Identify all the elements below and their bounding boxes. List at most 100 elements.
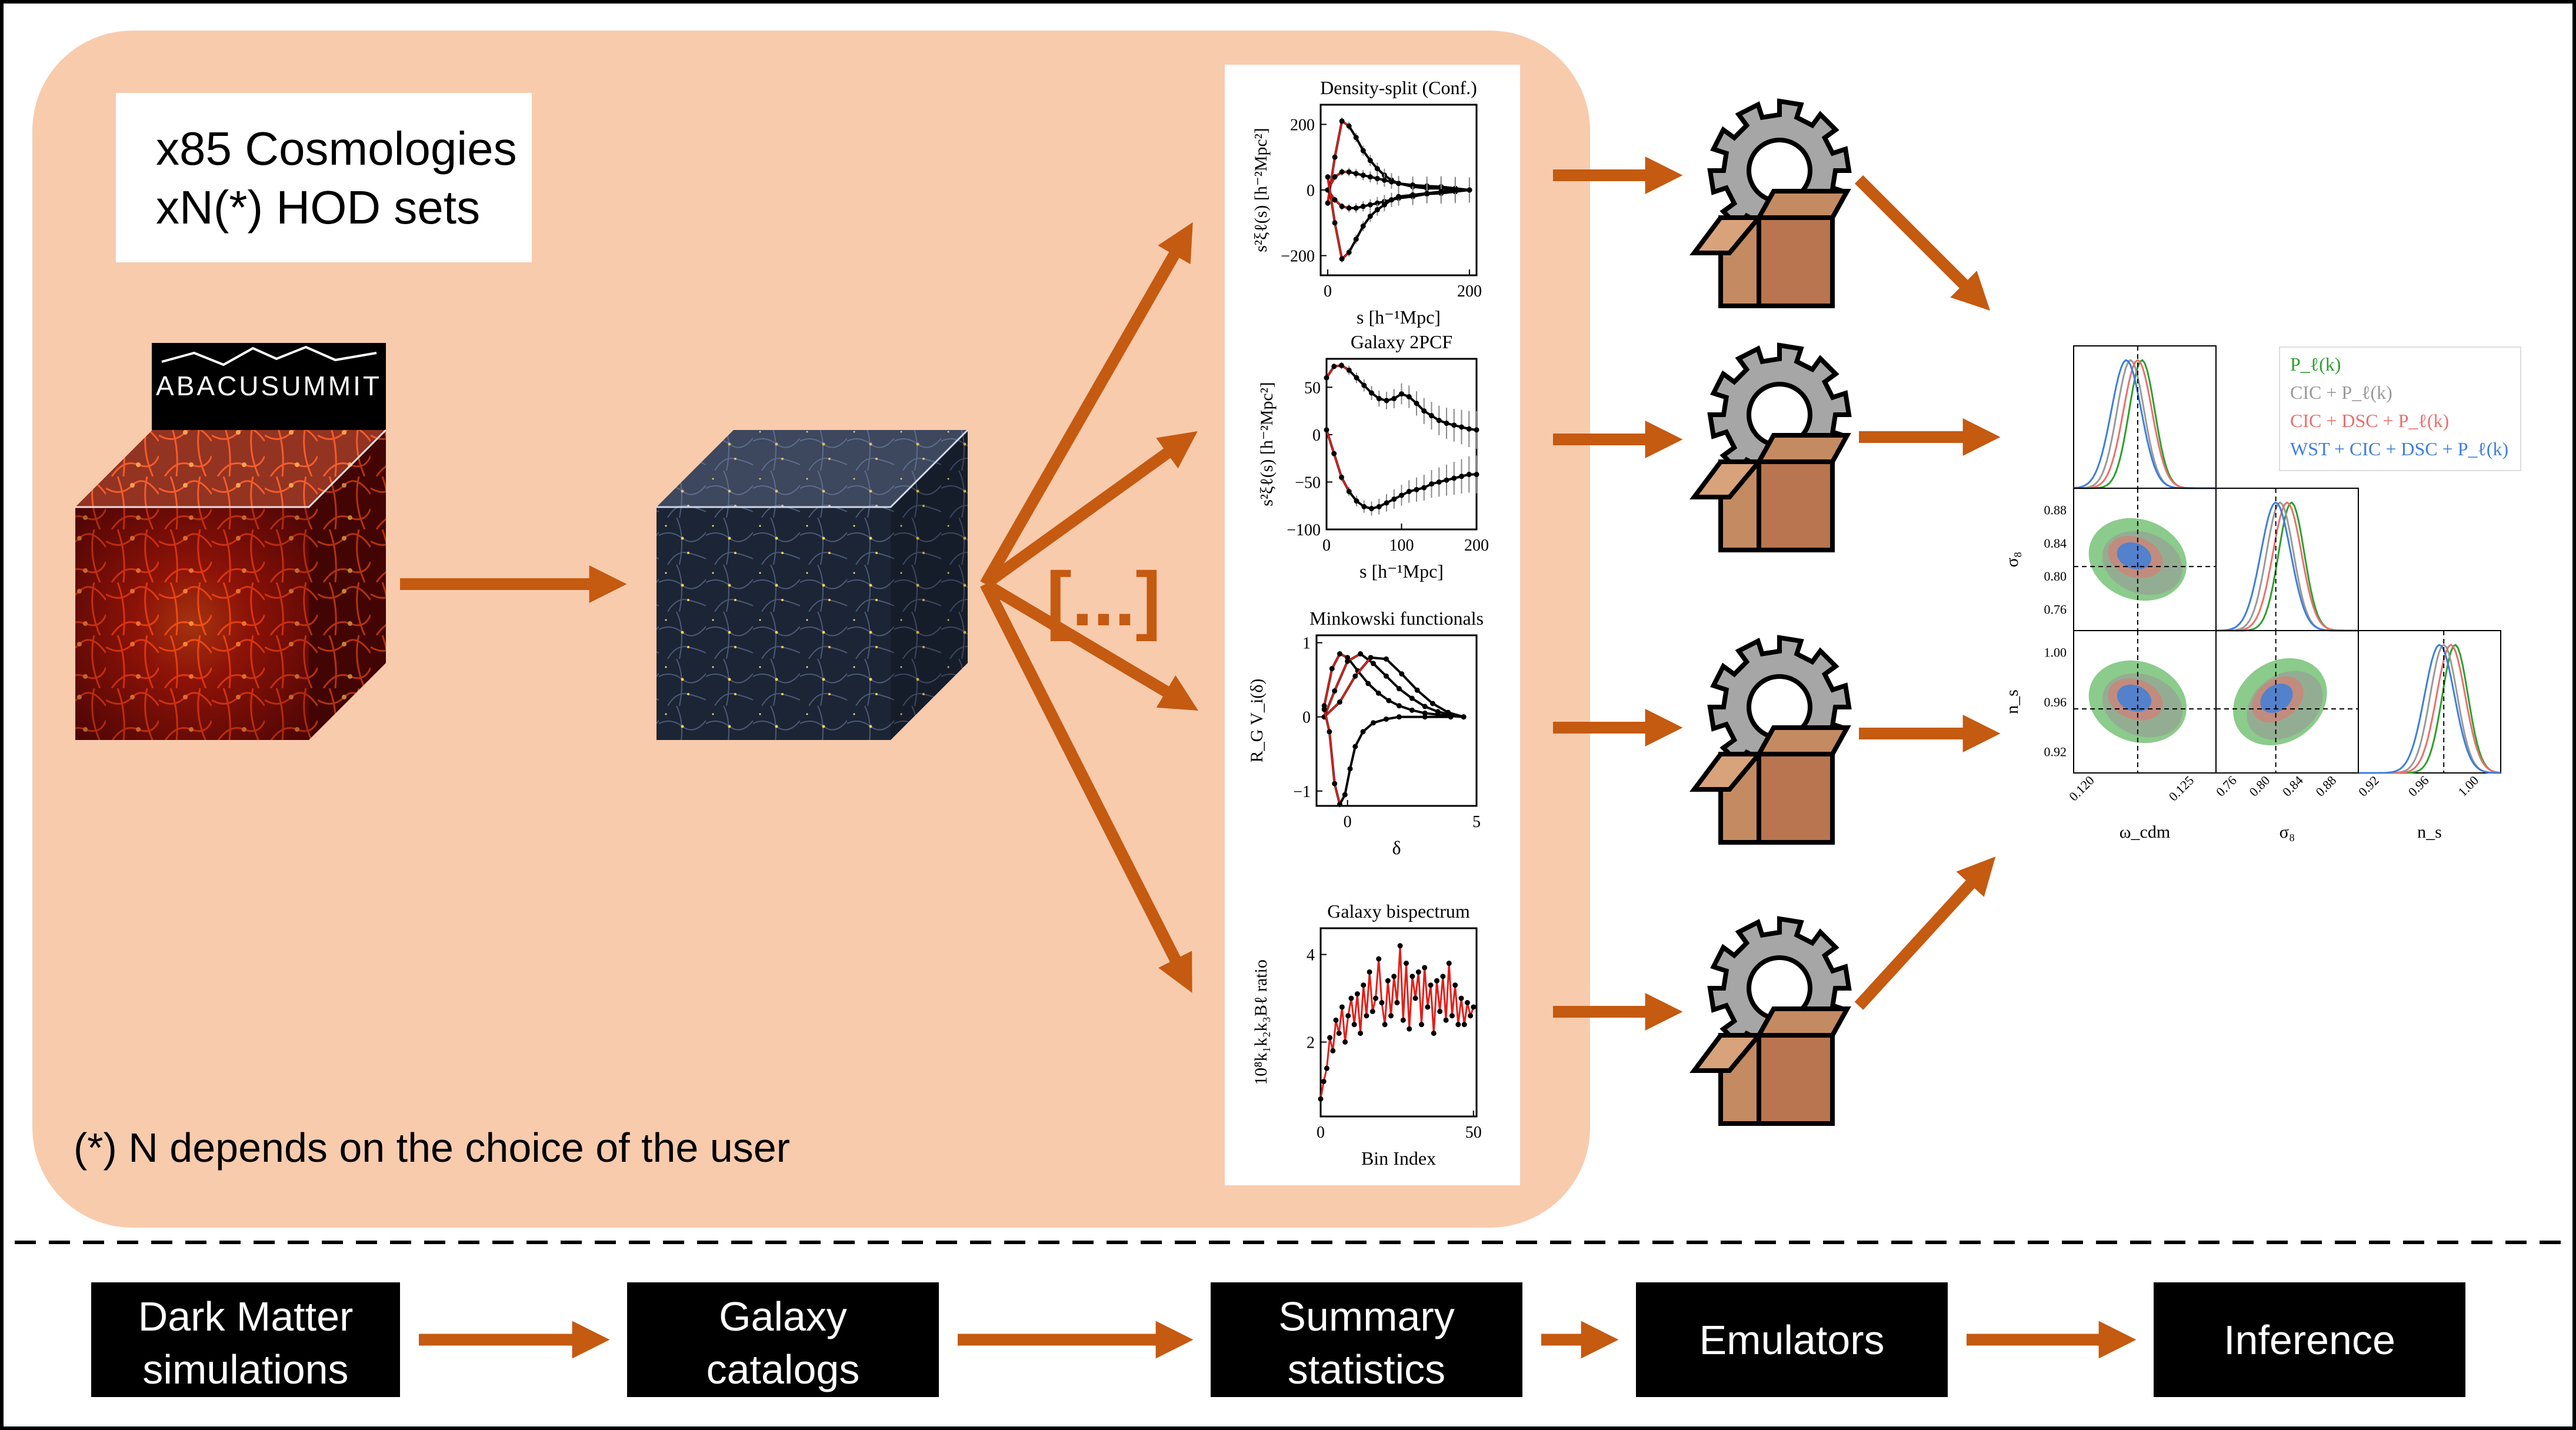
chart-point — [1471, 1004, 1477, 1010]
chart-point — [1351, 1022, 1357, 1028]
chart-point — [1428, 982, 1434, 988]
chart-point — [1336, 1031, 1342, 1036]
corner-xtick: 0.88 — [2312, 773, 2339, 799]
chart-point — [1399, 391, 1404, 397]
chart-point — [1347, 766, 1353, 772]
chart-xtick-label: 200 — [1464, 536, 1489, 555]
dark-matter-cube — [75, 429, 387, 740]
legend-entry: CIC + DSC + P_ℓ(k) — [2290, 410, 2449, 431]
pipeline-step-line1: Emulators — [1699, 1317, 1884, 1363]
corner-xtick: 0.96 — [2405, 773, 2432, 799]
chart-point — [1397, 943, 1403, 949]
chart-point — [1381, 202, 1387, 208]
chart-series-highlight — [1323, 709, 1341, 805]
abacussummit-logo-text: ABACUSUMMIT — [156, 371, 382, 401]
chart-point — [1333, 1017, 1339, 1023]
chart-point — [1459, 474, 1464, 479]
chart-point — [1383, 673, 1389, 679]
corner-ytick: 0.88 — [2044, 502, 2067, 517]
chart-point — [1332, 154, 1338, 160]
chart-point — [1409, 695, 1415, 701]
gear-box-icon — [1689, 342, 1852, 552]
chart-point — [1466, 426, 1472, 432]
chart-ytick-label: −200 — [1281, 248, 1315, 266]
chart-point — [1396, 703, 1402, 709]
chart-xlabel: Bin Index — [1361, 1148, 1436, 1169]
chart-point — [1386, 698, 1392, 704]
chart-title: Galaxy bispectrum — [1327, 901, 1470, 922]
chart-series-highlight — [1325, 364, 1350, 379]
chart-point — [1348, 995, 1354, 1001]
corner-xtick: 0.125 — [2166, 773, 2197, 804]
chart-xtick-label: 50 — [1465, 1124, 1482, 1142]
chart-point — [1424, 191, 1430, 196]
chart-point — [1365, 681, 1371, 686]
chart-point — [1358, 651, 1364, 657]
chart-point — [1414, 687, 1420, 693]
chart-point — [1409, 974, 1415, 979]
chart-xtick-label: 0 — [1324, 282, 1332, 301]
chart-point — [1339, 169, 1345, 175]
chart-point — [1461, 1022, 1467, 1028]
chart-point — [1376, 956, 1382, 962]
chart-point — [1345, 655, 1351, 661]
posterior-1d-curve — [2358, 644, 2501, 774]
chart-point — [1414, 486, 1419, 492]
chart-point — [1329, 666, 1335, 672]
chart-point — [1354, 498, 1359, 504]
chart-point — [1429, 413, 1434, 419]
pipeline-step-line1: Summary — [1278, 1294, 1454, 1339]
corner-ylabel: n_s — [2002, 689, 2022, 714]
chart-point — [1421, 408, 1427, 414]
chart-point — [1399, 671, 1405, 677]
corner-xtick: 1.00 — [2455, 773, 2481, 799]
arrow-to-inference-4 — [1854, 856, 1996, 1010]
chart-point — [1391, 396, 1397, 402]
chart-point — [1331, 364, 1337, 369]
chart-series-highlight — [1327, 176, 1350, 261]
chart-point — [1332, 688, 1338, 694]
chart-point — [1414, 401, 1419, 406]
chart-point — [1374, 166, 1380, 172]
chart-point — [1452, 187, 1458, 193]
corner-ytick: 1.00 — [2044, 645, 2067, 659]
chart-point — [1468, 1013, 1474, 1019]
chart-point — [1444, 421, 1449, 426]
footnote: (*) N depends on the choice of the user — [74, 1125, 790, 1171]
corner-ytick: 0.92 — [2044, 745, 2067, 759]
chart-point — [1388, 179, 1394, 185]
chart-point — [1332, 781, 1338, 786]
pipeline-step-line1: Dark Matter — [138, 1294, 354, 1339]
chart-point — [1360, 729, 1366, 735]
corner-xtick: 0.76 — [2213, 773, 2240, 799]
summary-chart-1: Density-split (Conf.)s [h⁻¹Mpc]s²ξℓ(s) [… — [1251, 77, 1482, 328]
chart-point — [1361, 382, 1367, 388]
chart-point — [1445, 709, 1451, 715]
chart-point — [1400, 1017, 1406, 1023]
chart-point — [1337, 699, 1342, 705]
chart-point — [1352, 673, 1358, 679]
chart-xlabel: s [h⁻¹Mpc] — [1359, 561, 1444, 582]
chart-point — [1354, 991, 1360, 997]
chart-point — [1367, 202, 1373, 208]
info-box-line1: x85 Cosmologies — [156, 122, 517, 175]
gear-box-icon — [1689, 635, 1852, 845]
chart-point — [1458, 995, 1464, 1001]
legend-entry: CIC + P_ℓ(k) — [2290, 382, 2392, 403]
chart-point — [1339, 1004, 1345, 1010]
chart-point — [1429, 701, 1435, 706]
corner-xtick: 0.120 — [2066, 773, 2097, 804]
chart-point — [1361, 982, 1367, 988]
chart-series-highlight — [1327, 171, 1349, 191]
chart-point — [1371, 720, 1377, 726]
chart-series-highlight — [1323, 653, 1361, 718]
chart-point — [1353, 236, 1359, 242]
posterior-2d-contour — [2117, 542, 2152, 570]
chart-point — [1376, 504, 1382, 509]
chart-point — [1436, 418, 1442, 424]
chart-point — [1407, 1026, 1412, 1032]
posterior-2d-contour — [2260, 684, 2293, 713]
legend-entry: WST + CIC + DSC + P_ℓ(k) — [2290, 438, 2508, 459]
chart-point — [1444, 477, 1449, 483]
